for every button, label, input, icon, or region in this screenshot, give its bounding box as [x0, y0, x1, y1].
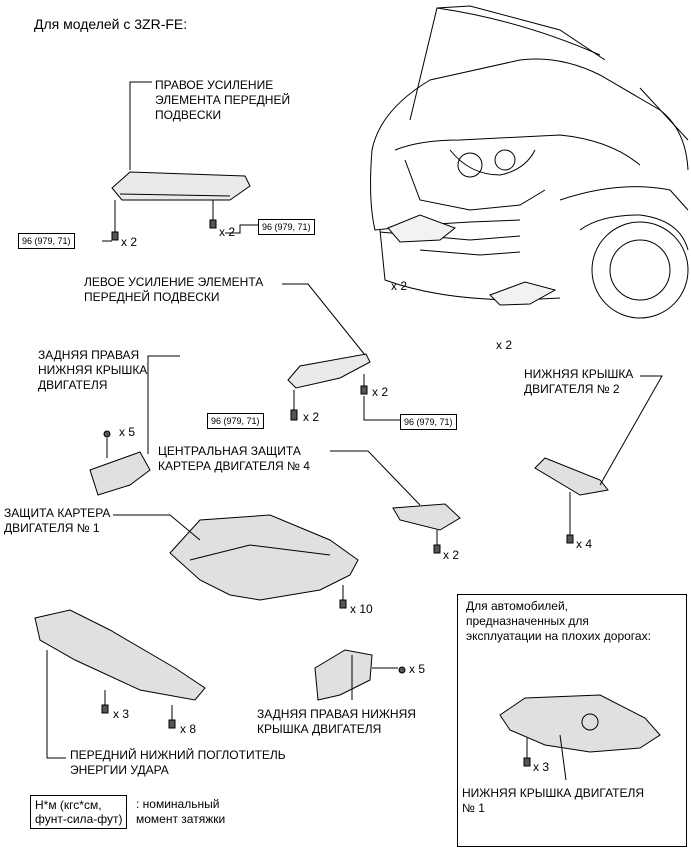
- label-crankcase-protection-1: ЗАЩИТА КАРТЕРА ДВИГАТЕЛЯ № 1: [4, 506, 111, 535]
- page-title: Для моделей с 3ZR-FE:: [34, 16, 188, 32]
- left-reinforcement-part: [282, 283, 400, 421]
- quantity-label: x 2: [303, 410, 320, 424]
- label-rear-right-cover-upper: ЗАДНЯЯ ПРАВАЯ НИЖНЯЯ КРЫШКА ДВИГАТЕЛЯ: [38, 348, 148, 392]
- right-reinforcement-part: [102, 81, 258, 242]
- quantity-label: x 4: [576, 537, 593, 551]
- label-rear-right-cover-lower: ЗАДНЯЯ ПРАВАЯ НИЖНЯЯ КРЫШКА ДВИГАТЕЛЯ: [257, 707, 416, 736]
- legend-description: : номинальный момент затяжки: [136, 797, 226, 826]
- crankcase-protection-1-part: [113, 514, 359, 609]
- quantity-label: x 8: [180, 722, 197, 736]
- rear-right-cover-lower-part: [314, 649, 406, 701]
- inset-crankcase-part: [499, 694, 661, 781]
- quantity-label: x 5: [119, 425, 136, 439]
- label-center-protection-4: ЦЕНТРАЛЬНАЯ ЗАЩИТА КАРТЕРА ДВИГАТЕЛЯ № 4: [158, 444, 310, 473]
- quantity-label: x 2: [372, 385, 389, 399]
- quantity-label: x 3: [113, 707, 130, 721]
- inset-part-label: НИЖНЯЯ КРЫШКА ДВИГАТЕЛЯ № 1: [462, 786, 645, 815]
- legend-unit-box: Н*м (кгс*см, фунт-сила-фут): [30, 795, 128, 829]
- quantity-label: x 2: [121, 235, 138, 249]
- label-left-reinforcement: ЛЕВОЕ УСИЛЕНИЕ ЭЛЕМЕНТА ПЕРЕДНЕЙ ПОДВЕСК…: [84, 275, 264, 304]
- label-right-reinforcement: ПРАВОЕ УСИЛЕНИЕ ЭЛЕМЕНТА ПЕРЕДНЕЙ ПОДВЕС…: [155, 78, 291, 122]
- rough-road-inset: [457, 594, 687, 847]
- torque-spec: 96 (979, 71): [258, 219, 315, 235]
- quantity-label: x 10: [350, 602, 373, 616]
- front-absorber-part: [34, 609, 206, 759]
- center-protection-4-part: [330, 450, 461, 554]
- label-front-absorber: ПЕРЕДНИЙ НИЖНИЙ ПОГЛОТИТЕЛЬ ЭНЕРГИИ УДАР…: [70, 748, 286, 777]
- rear-right-cover-part: [89, 355, 180, 496]
- lower-cover-2-part: [534, 375, 663, 544]
- quantity-label: x 2: [391, 279, 408, 293]
- torque-spec: 96 (979, 71): [400, 414, 457, 430]
- quantity-label: x 5: [409, 662, 426, 676]
- label-lower-cover-2: НИЖНЯЯ КРЫШКА ДВИГАТЕЛЯ № 2: [524, 367, 634, 396]
- car-front-illustration: [370, 5, 689, 319]
- torque-spec: 96 (979, 71): [207, 413, 264, 429]
- quantity-label: x 3: [533, 760, 550, 774]
- torque-spec: 96 (979, 71): [18, 233, 75, 249]
- quantity-label: x 2: [443, 548, 460, 562]
- quantity-label: x 2: [496, 338, 513, 352]
- quantity-label: x 2: [219, 225, 236, 239]
- inset-heading: Для автомобилей, предназначенных для экс…: [466, 599, 651, 643]
